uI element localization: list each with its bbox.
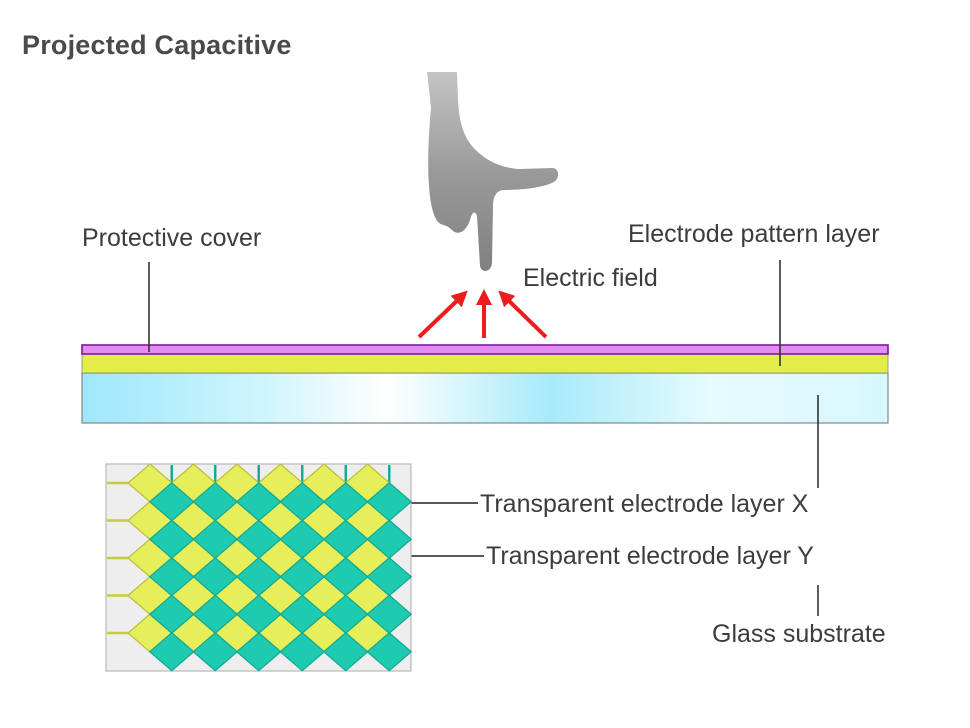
electrode-x-diamond [366, 631, 413, 672]
label-electrode-pattern-layer: Electrode pattern layer [628, 220, 880, 248]
electrode-x-diamond [279, 631, 326, 672]
arrow-left [417, 290, 468, 339]
label-transparent-electrode-x: Transparent electrode layer X [480, 490, 809, 518]
electrode-x-diamond [148, 631, 195, 672]
label-transparent-electrode-y: Transparent electrode layer Y [486, 542, 814, 570]
electrode-pattern-layer [81, 353, 889, 374]
protective-cover-layer [81, 344, 889, 355]
electric-field-arrows [417, 289, 548, 339]
electrode-x-diamond [235, 631, 282, 672]
electrode-grid-panel [105, 463, 413, 672]
label-glass-substrate: Glass substrate [712, 620, 886, 648]
arrow-right [498, 290, 548, 339]
label-protective-cover: Protective cover [82, 224, 262, 252]
label-electric-field: Electric field [523, 264, 658, 292]
glass-substrate-layer [81, 372, 889, 424]
diagram-title: Projected Capacitive [22, 30, 292, 60]
electrode-x-diamond [322, 631, 369, 672]
electrode-x-diamond [192, 631, 239, 672]
pointing-hand-icon [427, 72, 559, 271]
